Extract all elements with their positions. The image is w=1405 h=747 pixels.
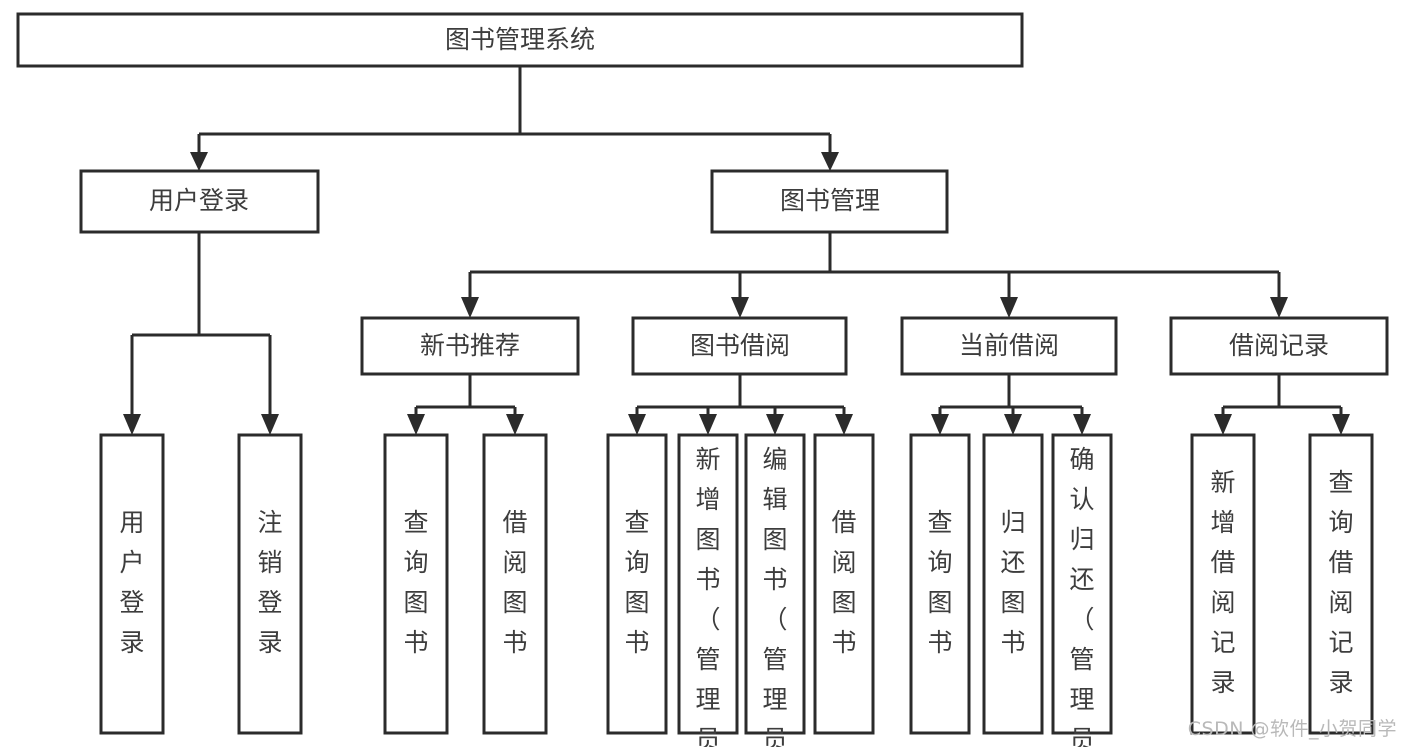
node-leaf-edit-book-admin-label: 编辑图书（管理员） (762, 445, 787, 747)
node-book-borrow-label: 图书借阅 (690, 331, 790, 360)
node-current-borrow-box (900, 316, 1118, 376)
node-leaf-user-logout[interactable]: 注销登录 (237, 433, 303, 735)
node-current-borrow[interactable]: 当前借阅 (900, 316, 1118, 376)
arrowhead-book-borrow (731, 297, 749, 318)
node-leaf-query-borrow-record[interactable]: 查询借阅记录 (1308, 433, 1374, 735)
arrowhead-leaf-query-book-1 (407, 414, 425, 435)
node-leaf-add-borrow-record-box (1190, 433, 1256, 735)
arrowhead-leaf-add-borrow-record (1214, 414, 1232, 435)
connectors-layer (123, 66, 1350, 435)
node-leaf-edit-book-admin[interactable]: 编辑图书（管理员） (744, 433, 806, 747)
node-leaf-query-book-1-label: 查询图书 (403, 508, 428, 657)
node-leaf-return-book[interactable]: 归还图书 (982, 433, 1044, 735)
node-leaf-borrow-book-2-label: 借阅图书 (831, 508, 856, 657)
arrowhead-leaf-add-book-admin (699, 414, 717, 435)
node-leaf-return-book-box (982, 433, 1044, 735)
connector-new-book-recommend-to-leaves (414, 374, 517, 422)
node-leaf-query-book-2[interactable]: 查询图书 (606, 433, 668, 735)
leaf-nodes-layer: 用户登录 注销登录 查询图书 借阅图书 查询图书 新增图书（管理员） (99, 433, 1374, 747)
arrowhead-leaf-query-borrow-record (1332, 414, 1350, 435)
node-user-login-box (79, 169, 320, 234)
node-leaf-user-logout-box (237, 433, 303, 735)
node-leaf-query-book-2-box (606, 433, 668, 735)
arrowhead-user-login (190, 152, 208, 171)
node-leaf-borrow-book-1[interactable]: 借阅图书 (482, 433, 548, 735)
node-leaf-query-borrow-record-box (1308, 433, 1374, 735)
node-leaf-borrow-book-2-box (813, 433, 875, 735)
connector-book-borrow-to-leaves (635, 374, 846, 422)
arrowhead-new-book-recommend (461, 297, 479, 318)
arrowhead-book-manage (821, 152, 839, 171)
arrowhead-borrow-record (1270, 297, 1288, 318)
node-new-book-recommend[interactable]: 新书推荐 (360, 316, 580, 376)
node-leaf-query-book-3-box (909, 433, 971, 735)
node-leaf-confirm-return-admin-label: 确认归还（管理员） (1069, 445, 1094, 747)
node-book-manage-label: 图书管理 (780, 186, 880, 215)
node-new-book-recommend-label: 新书推荐 (420, 331, 520, 360)
node-leaf-query-borrow-record-label: 查询借阅记录 (1328, 468, 1353, 697)
arrowhead-leaf-return-book (1004, 414, 1022, 435)
node-book-borrow-box (631, 316, 848, 376)
node-book-manage[interactable]: 图书管理 (710, 169, 949, 234)
node-leaf-add-book-admin-label: 新增图书（管理员） (695, 445, 720, 747)
arrowhead-leaf-borrow-book-2 (835, 414, 853, 435)
node-leaf-query-book-1[interactable]: 查询图书 (383, 433, 449, 735)
node-new-book-recommend-box (360, 316, 580, 376)
node-leaf-query-book-3-label: 查询图书 (927, 508, 952, 657)
node-borrow-record[interactable]: 借阅记录 (1169, 316, 1389, 376)
arrowhead-leaf-user-login (123, 414, 141, 435)
node-leaf-confirm-return-admin[interactable]: 确认归还（管理员） (1051, 433, 1113, 747)
node-leaf-edit-book-admin-box (744, 433, 806, 735)
node-leaf-query-book-2-label: 查询图书 (624, 508, 649, 657)
connector-user-login-to-leaves (130, 232, 272, 422)
node-leaf-add-borrow-record[interactable]: 新增借阅记录 (1190, 433, 1256, 735)
node-current-borrow-label: 当前借阅 (959, 331, 1059, 360)
node-leaf-borrow-book-2[interactable]: 借阅图书 (813, 433, 875, 735)
node-user-login[interactable]: 用户登录 (79, 169, 320, 234)
node-leaf-user-login-box (99, 433, 165, 735)
node-leaf-user-logout-label: 注销登录 (257, 508, 282, 657)
node-leaf-query-book-1-box (383, 433, 449, 735)
node-leaf-user-login[interactable]: 用户登录 (99, 433, 165, 735)
node-borrow-record-label: 借阅记录 (1229, 331, 1329, 360)
arrowhead-leaf-user-logout (261, 414, 279, 435)
arrowhead-current-borrow (1000, 297, 1018, 318)
node-leaf-return-book-label: 归还图书 (1000, 508, 1025, 657)
arrowhead-leaf-edit-book-admin (766, 414, 784, 435)
node-root[interactable]: 图书管理系统 (16, 12, 1024, 68)
connector-book-manage-to-level3 (468, 232, 1281, 305)
node-leaf-add-book-admin-box (677, 433, 739, 735)
node-leaf-user-login-label: 用户登录 (119, 508, 144, 657)
arrowhead-leaf-query-book-2 (628, 414, 646, 435)
arrowhead-leaf-confirm-return-admin (1073, 414, 1091, 435)
node-root-label: 图书管理系统 (445, 25, 595, 54)
arrowhead-leaf-query-book-3 (931, 414, 949, 435)
arrowhead-leaf-borrow-book-1 (506, 414, 524, 435)
node-leaf-query-book-3[interactable]: 查询图书 (909, 433, 971, 735)
node-user-login-label: 用户登录 (149, 186, 249, 215)
node-root-box (16, 12, 1024, 68)
node-book-borrow[interactable]: 图书借阅 (631, 316, 848, 376)
node-leaf-borrow-book-1-label: 借阅图书 (502, 508, 527, 657)
node-leaf-add-borrow-record-label: 新增借阅记录 (1210, 468, 1235, 697)
node-leaf-confirm-return-admin-box (1051, 433, 1113, 735)
node-borrow-record-box (1169, 316, 1389, 376)
connector-borrow-record-to-leaves (1221, 374, 1343, 422)
node-leaf-borrow-book-1-box (482, 433, 548, 735)
node-leaf-add-book-admin[interactable]: 新增图书（管理员） (677, 433, 739, 747)
node-book-manage-box (710, 169, 949, 234)
connector-root-to-level2 (197, 66, 832, 158)
